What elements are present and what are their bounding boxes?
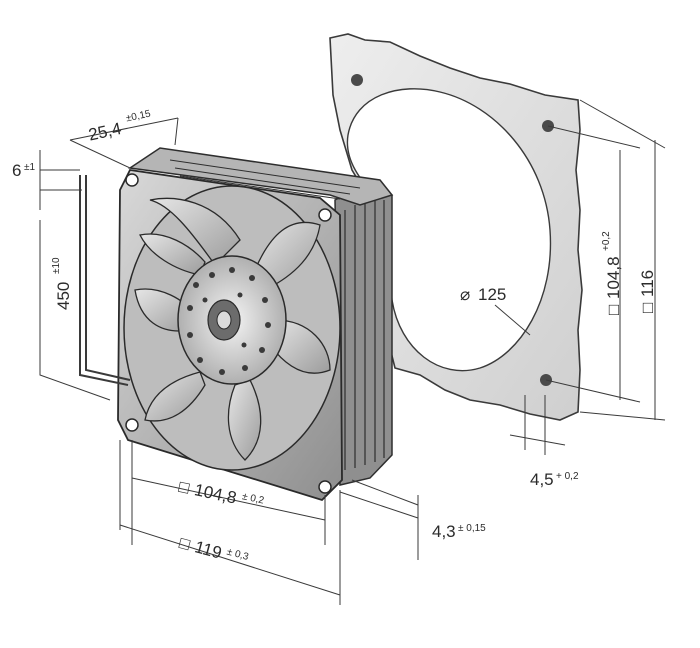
dim-depth-tol: ±0,15 xyxy=(125,108,152,124)
dim-cable-length: 450 ±10 xyxy=(51,257,73,310)
dim-gasket-opening: ⌀ 125 xyxy=(460,285,506,304)
dim-hole-spacing-value: 104,8 xyxy=(193,480,239,507)
dim-hole-spacing-symbol: □ xyxy=(177,477,191,498)
fan-hub-bearing xyxy=(216,310,232,330)
dim-cable-offset: 6 ±1 xyxy=(12,161,35,180)
dim-frame-size: □ 119 ± 0,3 xyxy=(177,533,250,563)
dim-cable-length-value: 450 xyxy=(54,282,73,310)
fan-side-ribs xyxy=(344,198,385,470)
dim-gasket-size-value: 116 xyxy=(638,270,657,297)
dim-gasket-thickness: 4,5 + 0,2 xyxy=(530,470,579,489)
dim-flange-thickness-tol: ± 0,15 xyxy=(458,523,486,534)
fan-blades xyxy=(134,197,331,461)
dim-depth-value: 25,4 xyxy=(87,119,123,144)
dim-gasket-thickness-tol: + 0,2 xyxy=(556,471,579,482)
gasket-hole-top-left xyxy=(351,74,363,86)
dimension-lines xyxy=(39,99,666,605)
fan-cable xyxy=(79,175,131,386)
dim-gasket-hole-spacing-value: 104,8 xyxy=(604,256,623,299)
dim-cable-length-tol: ±10 xyxy=(51,257,62,274)
dim-gasket-size: □ 116 xyxy=(638,270,657,313)
dim-gasket-thickness-value: 4,5 xyxy=(530,470,554,489)
dim-gasket-size-symbol: □ xyxy=(638,303,657,313)
dim-gasket-hole-spacing-tol: +0,2 xyxy=(601,231,612,251)
fan xyxy=(79,147,394,502)
fan-hub-holes xyxy=(187,267,271,375)
dim-flange-thickness-value: 4,3 xyxy=(432,522,456,541)
dim-hole-spacing: □ 104,8 ± 0,2 xyxy=(177,477,265,508)
dim-cable-offset-tol: ±1 xyxy=(24,162,35,173)
dim-flange-thickness: 4,3 ± 0,15 xyxy=(432,522,486,541)
dim-gasket-opening-symbol: ⌀ xyxy=(460,285,470,304)
fan-mounting-holes xyxy=(125,173,332,494)
watermark: ventilatory.ru xyxy=(392,446,539,476)
dim-frame-size-tol: ± 0,3 xyxy=(225,547,250,563)
dim-gasket-hole-spacing-symbol: □ xyxy=(604,305,623,315)
dim-depth: 25,4 ±0,15 xyxy=(87,108,152,144)
fan-top-ribs xyxy=(169,159,361,200)
dim-hole-spacing-tol: ± 0,2 xyxy=(241,491,265,506)
dim-cable-offset-value: 6 xyxy=(12,161,21,180)
dim-gasket-hole-spacing: □ 104,8 +0,2 xyxy=(601,231,623,315)
dim-gasket-opening-value: 125 xyxy=(478,285,506,304)
dim-frame-size-symbol: □ xyxy=(177,533,192,554)
dim-frame-size-value: 119 xyxy=(193,537,224,562)
